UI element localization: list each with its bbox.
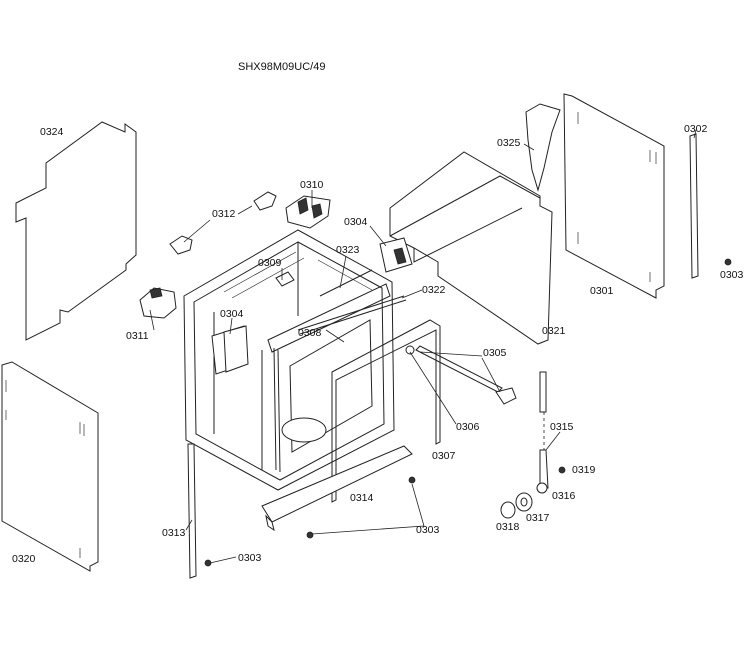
part-0304-right-bracket[interactable] bbox=[379, 237, 413, 273]
part-0322-strip[interactable] bbox=[297, 295, 407, 335]
label-0308: 0308 bbox=[298, 327, 322, 339]
label-0315: 0315 bbox=[550, 421, 574, 433]
part-0324-side-panel[interactable] bbox=[15, 121, 137, 341]
label-0316: 0316 bbox=[552, 490, 576, 502]
label-0303-bottom: 0303 bbox=[238, 552, 262, 564]
part-0309-bolt[interactable] bbox=[275, 271, 295, 287]
part-0318-washer[interactable] bbox=[500, 501, 516, 519]
label-0307: 0307 bbox=[432, 450, 456, 462]
label-0302: 0302 bbox=[684, 123, 708, 135]
part-0315-spring[interactable] bbox=[539, 371, 547, 450]
label-0322: 0322 bbox=[422, 284, 446, 296]
part-0301-side-panel[interactable] bbox=[563, 93, 665, 299]
part-0319-screw[interactable] bbox=[558, 466, 566, 474]
part-0304-left-bracket[interactable] bbox=[223, 325, 249, 373]
part-0317-pulley[interactable] bbox=[515, 492, 533, 512]
part-0308-gasket[interactable] bbox=[267, 283, 391, 473]
part-0307-door-seal[interactable] bbox=[331, 319, 441, 503]
label-0311: 0311 bbox=[126, 330, 149, 342]
label-0310: 0310 bbox=[300, 179, 324, 191]
part-0313-side-seal[interactable] bbox=[187, 443, 197, 579]
label-0321: 0321 bbox=[542, 325, 566, 337]
part-0303-screw-base[interactable] bbox=[306, 476, 416, 539]
label-0312: 0312 bbox=[212, 208, 236, 220]
label-0323: 0323 bbox=[336, 244, 360, 256]
label-0304-left: 0304 bbox=[220, 308, 244, 320]
label-0318: 0318 bbox=[496, 521, 520, 533]
tub-assembly bbox=[183, 229, 395, 491]
label-0317: 0317 bbox=[526, 512, 550, 524]
label-0303-right: 0303 bbox=[720, 269, 744, 281]
model-number-title: SHX98M09UC/49 bbox=[238, 61, 325, 73]
part-0310-module[interactable] bbox=[285, 195, 331, 229]
part-0323-strip[interactable] bbox=[319, 269, 373, 297]
leader-lines bbox=[149, 129, 697, 564]
label-0325: 0325 bbox=[497, 137, 521, 149]
label-0301: 0301 bbox=[590, 285, 614, 297]
label-0314: 0314 bbox=[350, 492, 374, 504]
label-0305: 0305 bbox=[483, 347, 507, 359]
part-0320-side-panel[interactable] bbox=[1, 361, 99, 572]
part-0325-insulation[interactable] bbox=[525, 103, 561, 192]
part-0314-base-plate[interactable] bbox=[261, 445, 413, 532]
part-0316-cable-assembly[interactable] bbox=[536, 449, 549, 494]
label-0303-base: 0303 bbox=[416, 524, 440, 536]
part-0311-bracket[interactable] bbox=[139, 287, 177, 319]
label-0309: 0309 bbox=[258, 257, 282, 269]
label-0306: 0306 bbox=[456, 421, 480, 433]
label-0320: 0320 bbox=[12, 553, 36, 565]
part-0305-hinge[interactable] bbox=[415, 345, 517, 405]
part-0303-screw-right[interactable] bbox=[724, 258, 732, 266]
part-0312-clips[interactable] bbox=[169, 191, 277, 255]
label-0313: 0313 bbox=[162, 527, 186, 539]
part-0321-rear-panel[interactable] bbox=[389, 151, 553, 345]
label-0324: 0324 bbox=[40, 126, 64, 138]
part-0302-seal-strip[interactable] bbox=[689, 133, 699, 279]
label-0319: 0319 bbox=[572, 464, 596, 476]
label-0304-right: 0304 bbox=[344, 216, 368, 228]
part-0306-pin[interactable] bbox=[405, 345, 415, 355]
